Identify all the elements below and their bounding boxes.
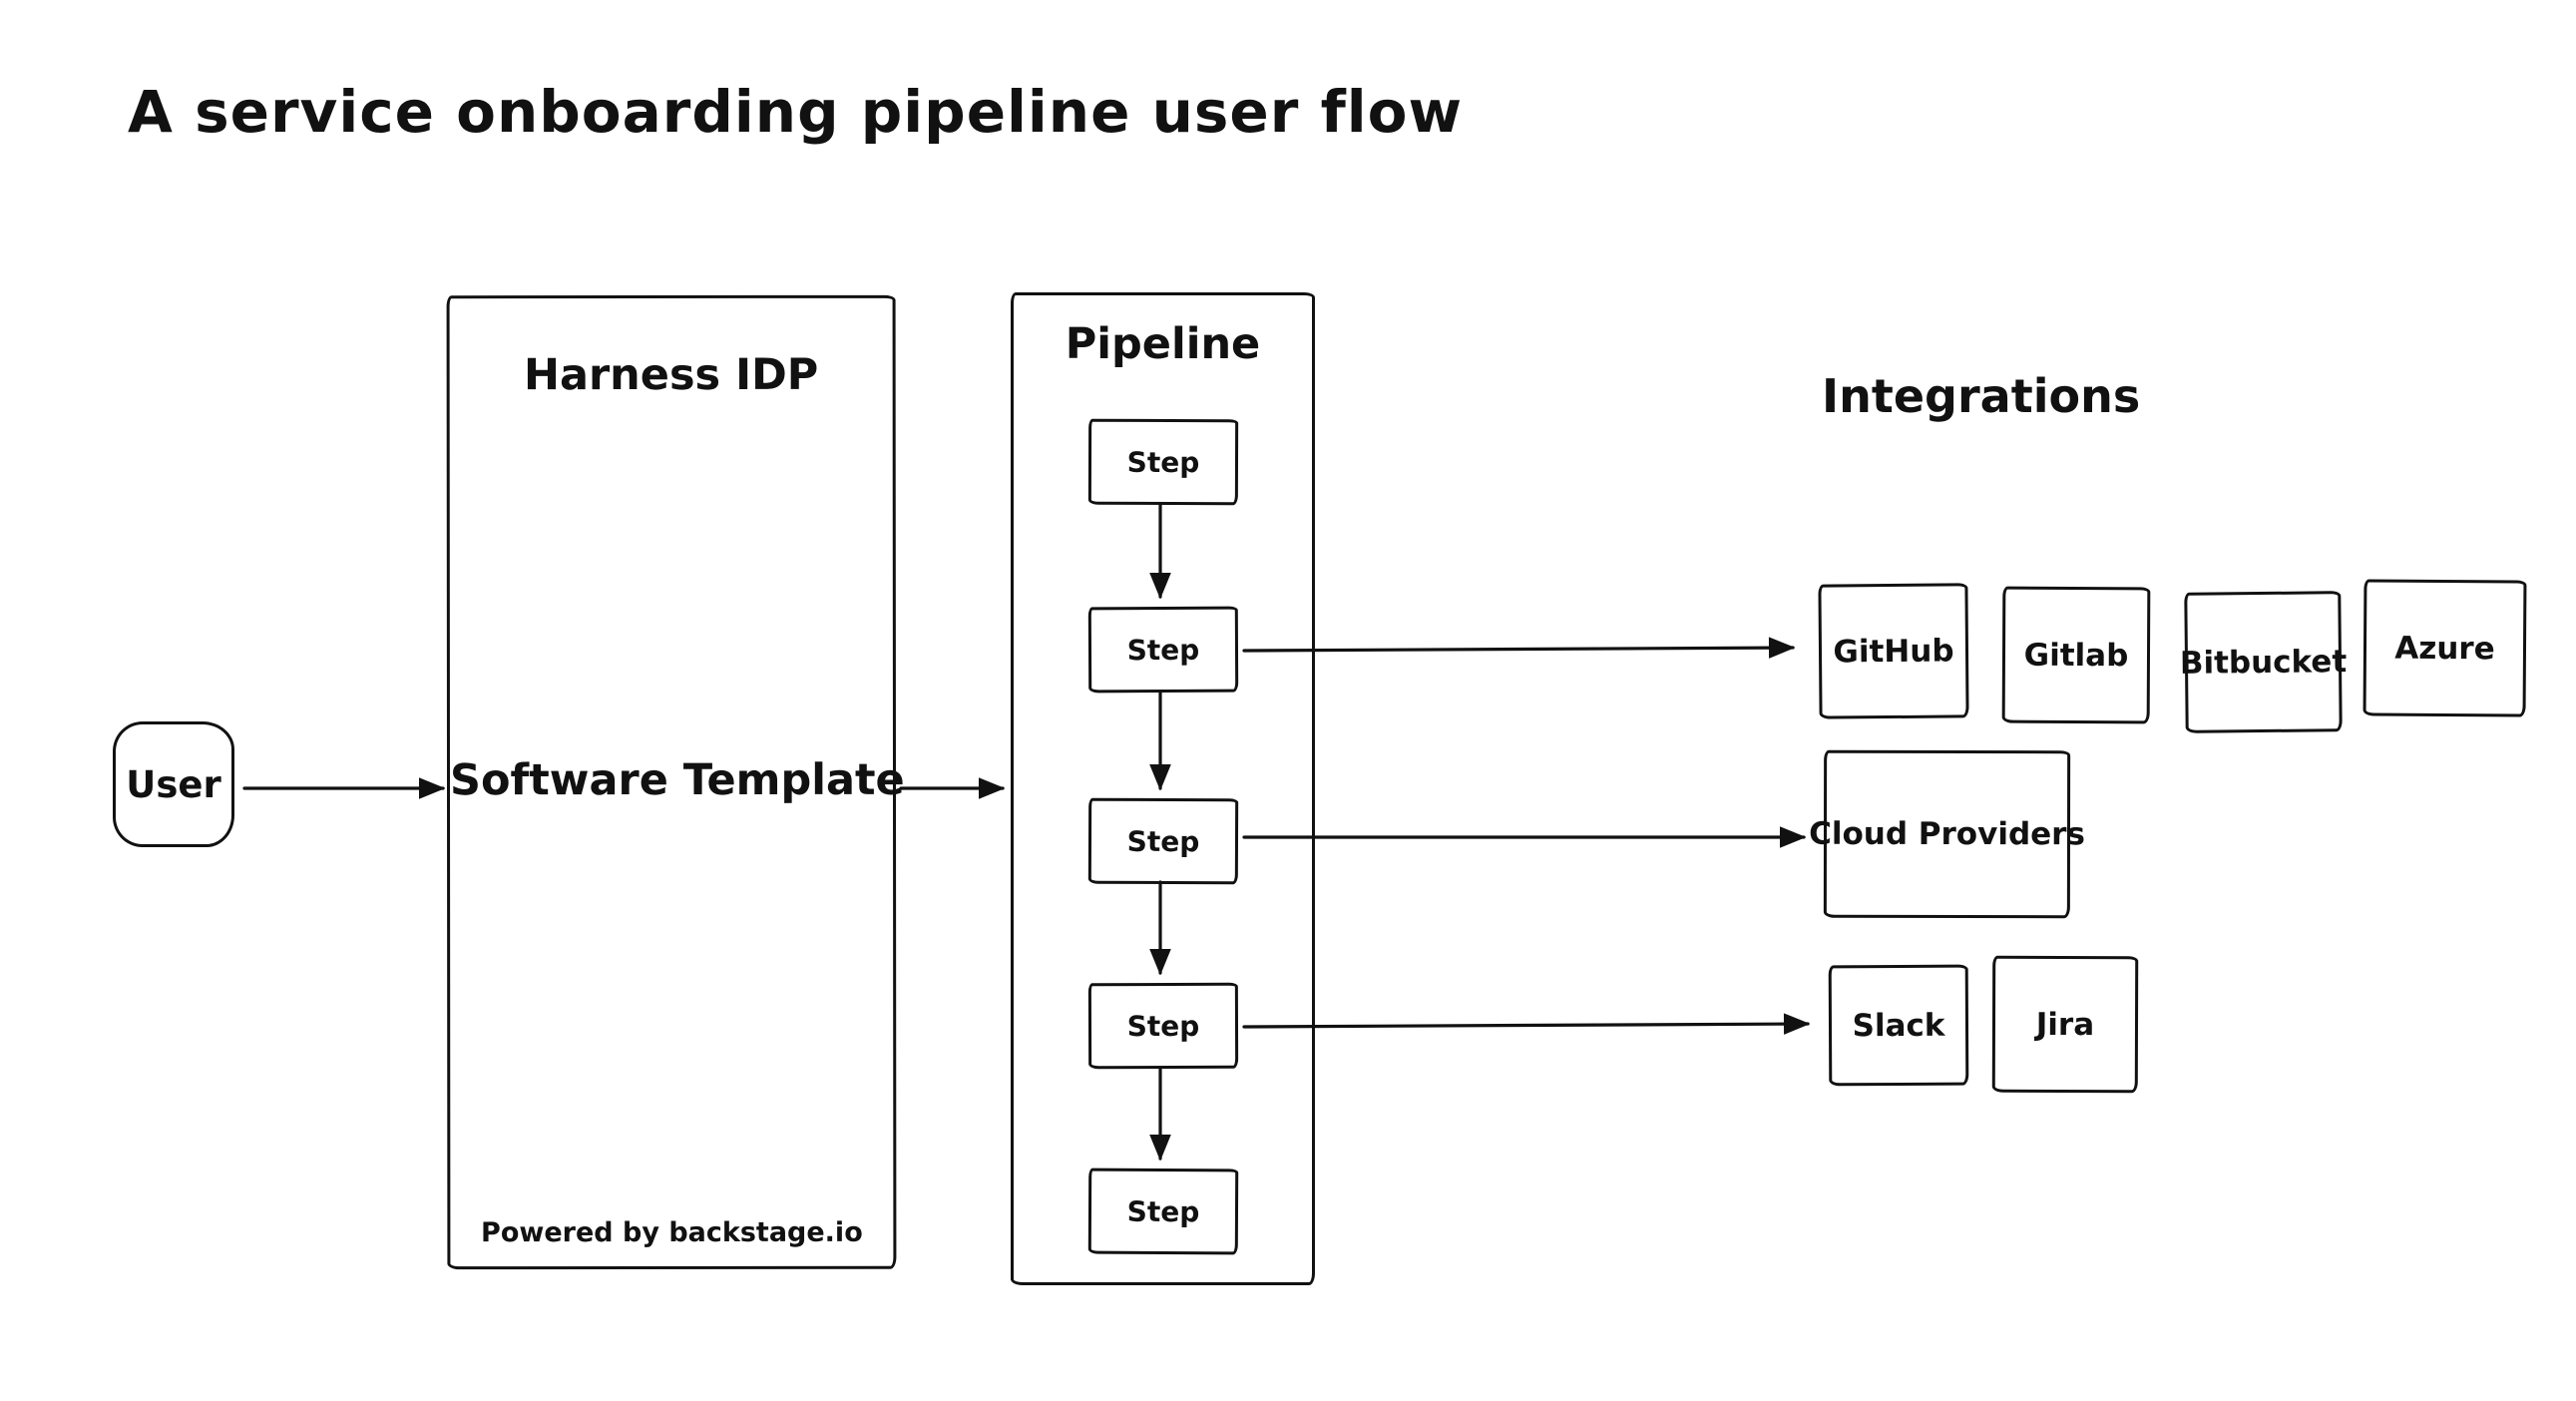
integration-cloud-providers: Cloud Providers xyxy=(1809,749,2085,919)
integration-gitlab: Gitlab xyxy=(2001,586,2151,724)
arrow-step4-to-slack-icon xyxy=(1242,1013,1811,1035)
integration-jira: Jira xyxy=(1991,955,2139,1094)
harness-idp-box: Harness IDP Software Template Powered by… xyxy=(446,294,905,1270)
user-node: User xyxy=(113,721,234,847)
integration-github: GitHub xyxy=(1818,583,1969,719)
integration-bitbucket: Bitbucket xyxy=(2180,591,2347,733)
harness-idp-title: Harness IDP xyxy=(523,349,819,401)
powered-by-backstage-label: Powered by backstage.io xyxy=(481,1216,863,1249)
pipeline-step-3: Step xyxy=(1087,797,1239,885)
pipeline-step-5: Step xyxy=(1087,1168,1239,1255)
pipeline-step-1: Step xyxy=(1087,418,1239,506)
pipeline-step-4: Step xyxy=(1087,982,1239,1070)
integration-azure: Azure xyxy=(2362,579,2527,717)
pipeline-title: Pipeline xyxy=(1065,319,1261,369)
diagram-title: A service onboarding pipeline user flow xyxy=(128,78,1464,146)
arrow-step2-to-github-icon xyxy=(1242,637,1796,659)
pipeline-box: Pipeline Step Step Step Step Step xyxy=(1011,292,1315,1285)
pipeline-step-2: Step xyxy=(1087,606,1239,694)
integration-slack: Slack xyxy=(1828,964,1969,1087)
user-node-label: User xyxy=(126,762,221,806)
integrations-title: Integrations xyxy=(1822,369,2141,423)
software-template-label: Software Template xyxy=(449,754,905,806)
